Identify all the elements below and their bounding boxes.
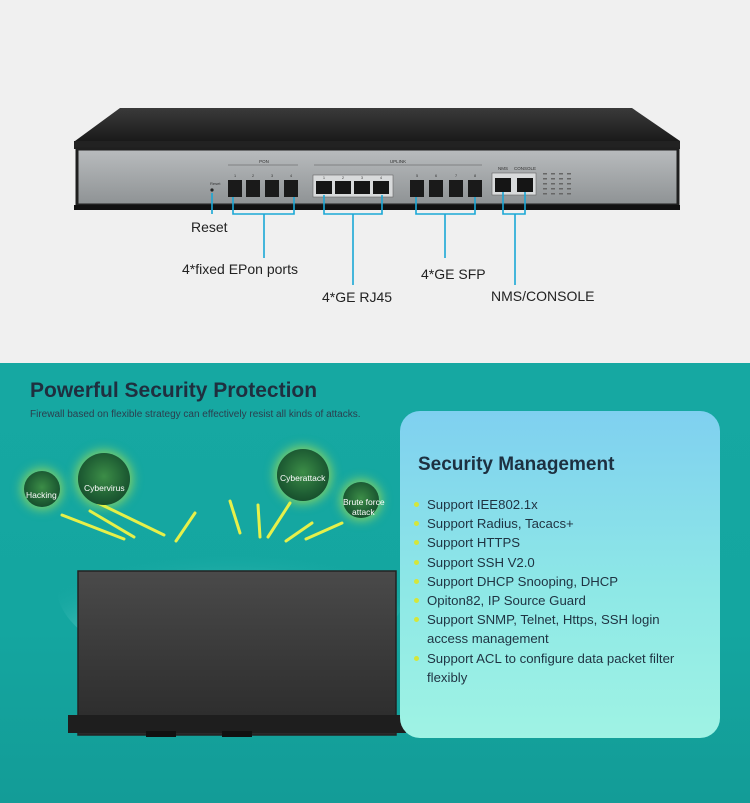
cybervirus-icon (78, 453, 130, 505)
pon-port-2[interactable] (246, 180, 260, 197)
rj45-port-1[interactable] (316, 181, 332, 194)
sfp-port-number: 6 (435, 174, 437, 178)
reset-hole[interactable] (210, 188, 214, 192)
rj45-port-number: 3 (361, 176, 363, 180)
console-port[interactable] (517, 178, 533, 192)
sfp-port-number: 5 (416, 174, 418, 178)
device-top-view (68, 570, 406, 737)
nms-port-label: NMS (498, 166, 508, 171)
security-management-card: Security Management Support IEE802.1x Su… (400, 411, 720, 738)
rj45-ports: 1 2 3 4 (312, 174, 394, 198)
sfp-port-6[interactable] (429, 180, 443, 197)
cyberattack-icon (277, 449, 329, 501)
list-item: Support SSH V2.0 (414, 553, 704, 572)
sfp-port-5[interactable] (410, 180, 424, 197)
cybervirus-label: Cybervirus (84, 483, 125, 493)
list-item: Support SNMP, Telnet, Https, SSH login a… (414, 610, 704, 648)
pon-port-3[interactable] (265, 180, 279, 197)
sfp-callout: 4*GE SFP (421, 266, 486, 282)
callout-lines (211, 192, 526, 285)
brute-force-label-line2: attack (352, 507, 375, 517)
rj45-port-number: 4 (380, 176, 382, 180)
attack-arrows (60, 499, 344, 543)
pon-group-label: PON (259, 159, 269, 164)
rj45-port-3[interactable] (354, 181, 370, 194)
chassis-top (75, 108, 680, 141)
feature-list: Support IEE802.1x Support Radius, Tacacs… (414, 495, 704, 687)
brute-force-label-line1: Brute force (343, 497, 385, 507)
card-title: Security Management (418, 454, 615, 475)
uplink-group-label: UPLINK (390, 159, 406, 164)
list-item: Opiton82, IP Source Guard (414, 591, 704, 610)
list-item: Support ACL to configure data packet fil… (414, 649, 704, 687)
section-subtitle: Firewall based on flexible strategy can … (30, 409, 361, 420)
sfp-port-number: 8 (474, 174, 476, 178)
rj45-port-4[interactable] (373, 181, 389, 194)
pon-port-1[interactable] (228, 180, 242, 197)
status-led-grid (543, 173, 571, 195)
pon-port-number: 2 (252, 174, 254, 178)
rj45-port-number: 2 (342, 176, 344, 180)
chassis-bottom (74, 205, 680, 210)
list-item: Support IEE802.1x (414, 495, 704, 514)
chassis-lip (74, 141, 680, 149)
sfp-port-number: 7 (455, 174, 457, 178)
pon-port-number: 4 (290, 174, 292, 178)
rj45-callout: 4*GE RJ45 (322, 289, 393, 305)
epon-callout: 4*fixed EPon ports (182, 261, 298, 277)
list-item: Support DHCP Snooping, DHCP (414, 572, 704, 591)
pon-port-number: 3 (271, 174, 273, 178)
pon-port-number: 1 (234, 174, 236, 178)
rj45-port-2[interactable] (335, 181, 351, 194)
management-ports (491, 172, 537, 196)
nms-port[interactable] (495, 178, 511, 192)
brute-force-attack-icon (343, 482, 379, 518)
reset-small-label: Reset (210, 181, 221, 186)
console-port-label: CONSOLE (514, 166, 536, 171)
hacking-label: Hacking (26, 490, 57, 500)
sfp-ports: 5 6 7 8 (410, 174, 482, 197)
hacking-icon (24, 471, 60, 507)
reset-callout: Reset (191, 219, 228, 235)
section-title: Powerful Security Protection (30, 379, 318, 402)
sfp-port-8[interactable] (468, 180, 482, 197)
pon-ports: 1 2 3 4 (228, 174, 298, 197)
device-front-illustration: Reset PON UPLINK NMS CONSOLE 1 2 3 4 1 (74, 108, 680, 285)
sfp-port-7[interactable] (449, 180, 463, 197)
rj45-port-number: 1 (323, 176, 325, 180)
cyberattack-label: Cyberattack (280, 473, 326, 483)
list-item: Support HTTPS (414, 533, 704, 552)
product-front-panel-section: Reset PON UPLINK NMS CONSOLE 1 2 3 4 1 (0, 0, 750, 363)
nms-console-callout: NMS/CONSOLE (491, 288, 595, 304)
security-illustration (57, 499, 407, 737)
pon-port-4[interactable] (284, 180, 298, 197)
list-item: Support Radius, Tacacs+ (414, 514, 704, 533)
